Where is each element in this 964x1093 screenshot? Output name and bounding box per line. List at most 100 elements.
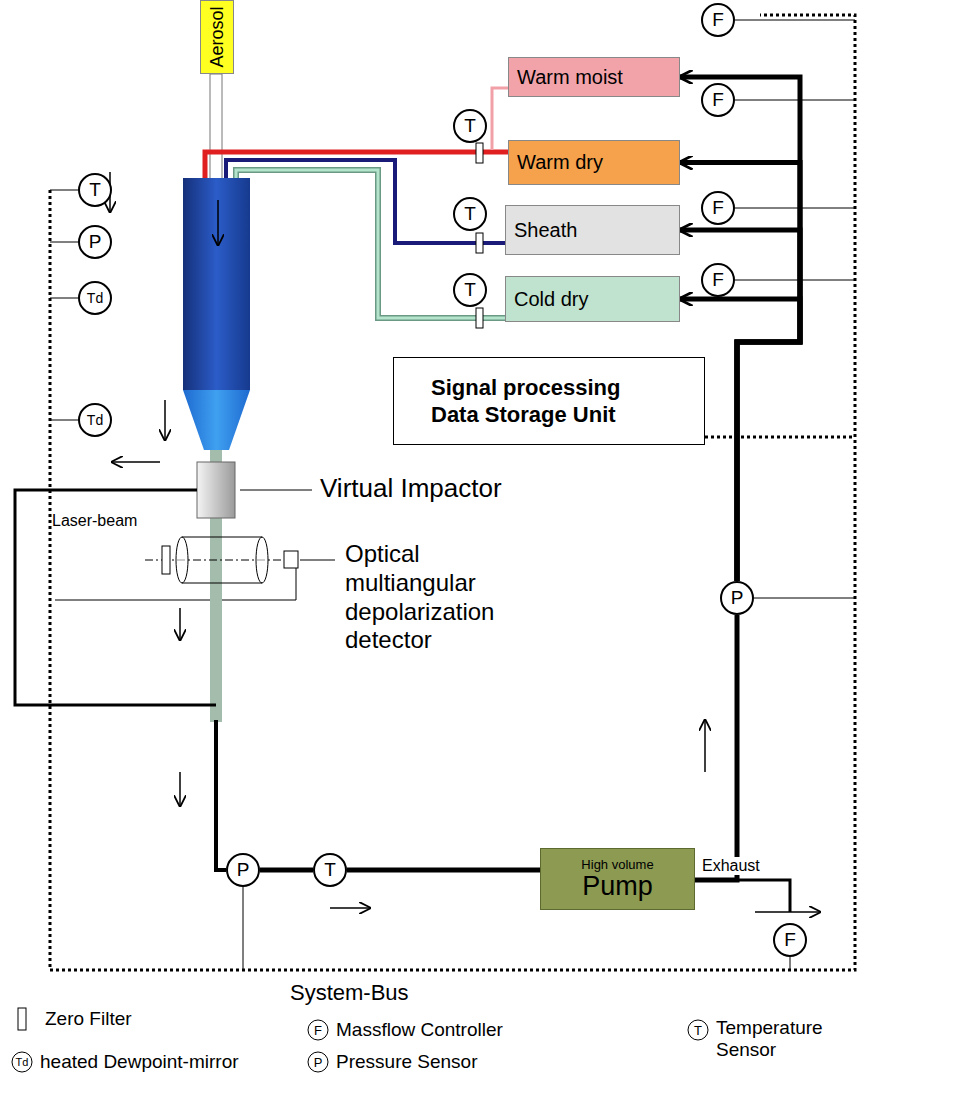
sensor-wire xyxy=(735,280,855,281)
pump-box: High volumePump xyxy=(540,848,695,910)
sensor-sample xyxy=(12,1052,32,1072)
bus-line xyxy=(705,436,855,439)
zero-filter xyxy=(476,308,483,328)
flow-arrow xyxy=(112,461,160,463)
flow-arrow xyxy=(179,608,181,640)
node-text: T xyxy=(464,115,476,137)
flow-arrows xyxy=(110,172,705,908)
flow-pipe xyxy=(680,77,800,581)
lens xyxy=(256,537,268,583)
cold-dry-pipe xyxy=(236,170,505,318)
system-bus xyxy=(50,15,855,970)
zero-filter xyxy=(476,233,483,253)
node-text: Aerosol xyxy=(207,6,228,67)
sensor-wire xyxy=(50,242,78,243)
detector-wire xyxy=(55,600,296,601)
node-text: T xyxy=(324,859,336,881)
node-text: Sheath xyxy=(514,219,577,242)
sensor-wire xyxy=(243,887,244,970)
sensor-symbol: T xyxy=(453,109,487,143)
node-text: Warm moist xyxy=(517,66,623,89)
legend-text: heated Dewpoint-mirror xyxy=(40,1051,239,1073)
sensor-symbol: T xyxy=(453,197,487,231)
sensor-wire xyxy=(735,20,855,21)
sensor-symbol: T xyxy=(78,173,112,207)
bypass-line xyxy=(15,490,216,705)
node-text: T xyxy=(464,279,476,301)
laser-source xyxy=(162,546,170,574)
exhaust-arrow xyxy=(755,911,820,913)
lens-housing xyxy=(182,537,262,538)
virtual-impactor xyxy=(197,462,235,518)
sensor-wire xyxy=(790,957,791,970)
lens xyxy=(176,537,188,583)
detector-wire xyxy=(296,568,297,600)
sensor-symbol: P xyxy=(78,225,112,259)
sensor-symbol: F xyxy=(701,191,735,225)
legend-text: Zero Filter xyxy=(45,1008,132,1030)
sensor-sample xyxy=(308,1020,328,1040)
legend-samples xyxy=(12,1008,708,1072)
aerosol-inlet: Aerosol xyxy=(200,0,234,74)
node-text: F xyxy=(784,929,796,951)
node-text: T xyxy=(89,179,101,201)
node-text: P xyxy=(89,231,102,253)
leader-line xyxy=(300,560,335,561)
node-text: Cold dry xyxy=(514,288,588,311)
flow-arrow xyxy=(330,907,370,909)
sensor-symbol: Td xyxy=(78,281,112,315)
zero-filter xyxy=(476,143,483,163)
legend-text: Temperature Sensor xyxy=(716,1017,841,1061)
bus-label: System-Bus xyxy=(290,980,409,1006)
sensor-wire xyxy=(50,298,78,299)
gas-supply-box: Cold dry xyxy=(505,276,680,322)
sensor-sample xyxy=(688,1020,708,1040)
part-label: Optical multiangular depolarization dete… xyxy=(345,540,555,655)
gas-supply-box: Warm dry xyxy=(508,140,680,185)
sensor-wire xyxy=(735,208,855,209)
data-unit-box: Signal processing Data Storage Unit xyxy=(393,357,705,445)
legend-symbol-letter: Td xyxy=(16,1057,29,1068)
node-text: F xyxy=(712,9,724,31)
laser-detector xyxy=(145,537,298,583)
part-label: Virtual Impactor xyxy=(320,473,502,504)
sensor-wires xyxy=(50,20,855,970)
sensor-symbol: F xyxy=(701,3,735,37)
sensor-symbol: Td xyxy=(78,403,112,437)
sensor-symbol: T xyxy=(453,273,487,307)
node-text: Td xyxy=(87,412,103,428)
legend-symbol-letter: F xyxy=(314,1024,322,1037)
leader-line xyxy=(240,490,312,491)
node-text: P xyxy=(731,587,744,609)
node-text: Pump xyxy=(582,872,653,900)
sensor-symbol: T xyxy=(313,853,347,887)
flow-arrow xyxy=(164,400,166,440)
sensor-wire xyxy=(50,420,78,421)
sensor-symbol: F xyxy=(701,83,735,117)
zero-filter-sample xyxy=(18,1008,26,1030)
bus-line xyxy=(50,15,855,970)
node-text: Td xyxy=(87,290,103,306)
node-text: T xyxy=(464,203,476,225)
sensor-wire xyxy=(754,598,855,599)
node-text: P xyxy=(237,859,250,881)
flow-arrow xyxy=(217,200,219,245)
inlet-tube xyxy=(210,74,222,180)
node-text: F xyxy=(712,89,724,111)
part-label: Laser-beam xyxy=(52,512,137,530)
column xyxy=(183,178,250,390)
sensor-symbol: P xyxy=(226,853,260,887)
column-cone xyxy=(183,390,250,450)
lens-housing xyxy=(182,583,262,584)
node-text: High volume xyxy=(581,858,653,872)
cold-dry-pipe xyxy=(236,170,505,318)
exhaust-line xyxy=(737,880,790,912)
node-text: F xyxy=(712,197,724,219)
sensor-wire xyxy=(735,100,855,101)
sensor-wire xyxy=(50,190,78,191)
detector xyxy=(284,551,298,568)
node-text: F xyxy=(712,269,724,291)
